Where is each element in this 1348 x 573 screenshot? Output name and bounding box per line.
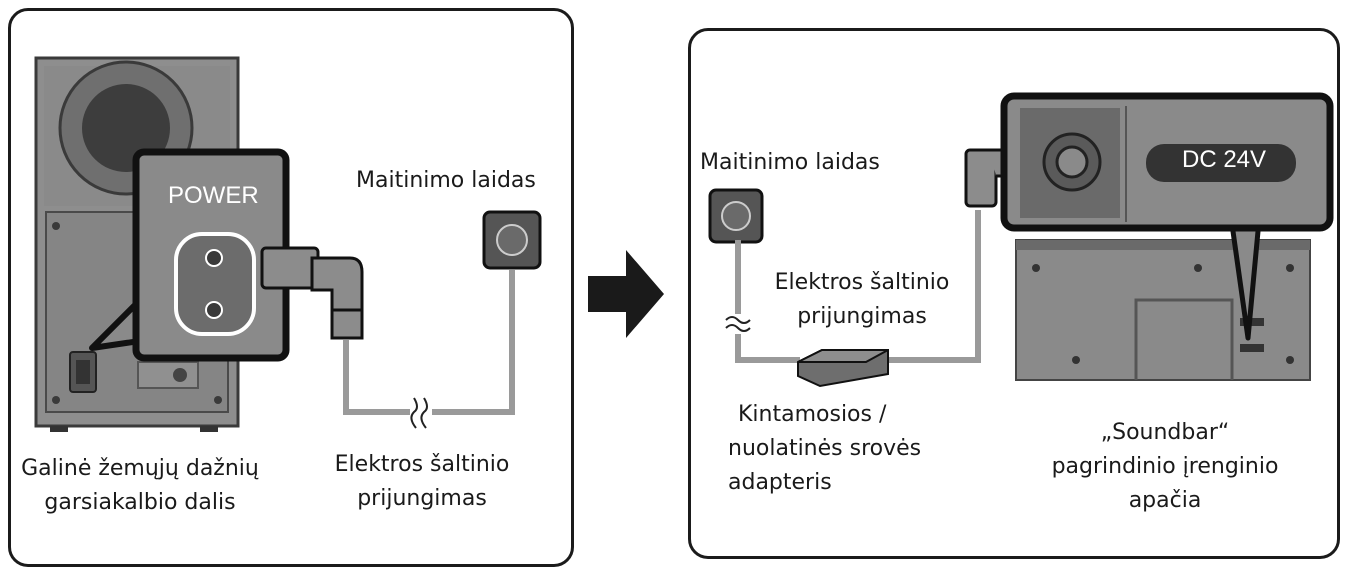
power-callout — [89, 148, 290, 362]
wall-socket-right — [708, 188, 764, 244]
connection-label-left: Elektros šaltinio prijungimas — [312, 448, 532, 516]
adapter-label-line1: Kintamosios / — [738, 402, 887, 427]
power-port-label: POWER — [168, 182, 259, 209]
connection-label-right-line1: Elektros šaltinio — [774, 270, 950, 295]
arrow-icon — [588, 250, 664, 338]
adapter-label-line2: nuolatinės srovės — [728, 436, 922, 461]
adapter-label-line3: adapteris — [728, 470, 832, 495]
connection-label-right-line2: prijungimas — [797, 304, 927, 329]
dc-port-label: DC 24V — [1182, 146, 1267, 173]
soundbar-label-line2: pagrindinio įrenginio — [1051, 454, 1279, 479]
subwoofer-label-line2: garsiakalbio dalis — [44, 490, 236, 515]
cord-label-left: Maitinimo laidas — [356, 168, 536, 193]
soundbar-label-line3: apačia — [1128, 488, 1202, 513]
soundbar-label: „Soundbar“ pagrindinio įrenginio apačia — [1040, 416, 1290, 518]
ac-dc-adapter — [797, 349, 889, 388]
connection-label-left-line1: Elektros šaltinio — [334, 452, 510, 477]
soundbar-bottom — [1015, 239, 1311, 381]
power-cable-left — [260, 246, 515, 429]
subwoofer-label: Galinė žemųjų dažnių garsiakalbio dalis — [10, 452, 270, 520]
soundbar-label-line1: „Soundbar“ — [1100, 420, 1230, 445]
subwoofer-label-line1: Galinė žemųjų dažnių — [21, 456, 259, 481]
wall-socket-left — [482, 210, 542, 270]
connection-label-right: Elektros šaltinio prijungimas — [760, 266, 964, 334]
connection-label-left-line2: prijungimas — [357, 486, 487, 511]
adapter-label: Kintamosios / nuolatinės srovės adapteri… — [728, 398, 948, 500]
dc-callout — [1000, 92, 1334, 341]
cord-label-right: Maitinimo laidas — [700, 150, 880, 175]
